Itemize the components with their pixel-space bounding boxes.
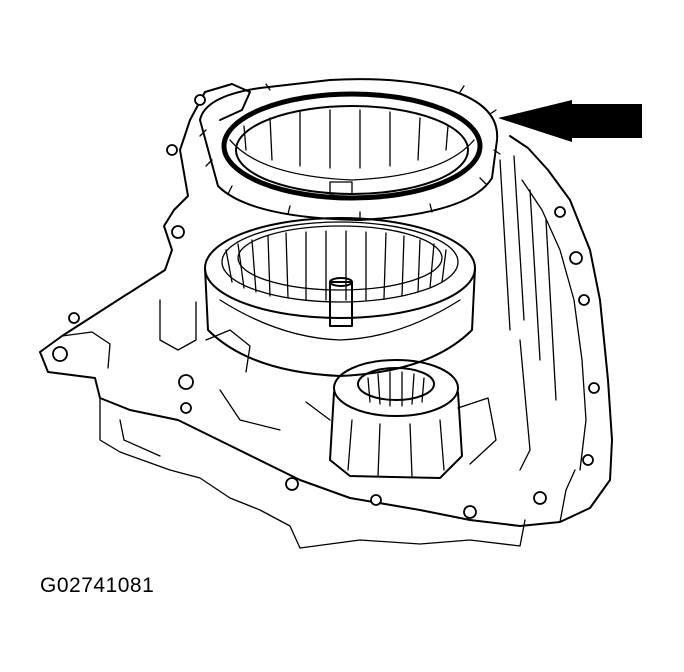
clutch-drum bbox=[204, 217, 476, 377]
transmission-case bbox=[39, 83, 613, 549]
bearing-hub bbox=[305, 359, 497, 479]
clutch-plate bbox=[199, 78, 501, 221]
drum-splines bbox=[225, 230, 447, 301]
arrow-left-icon bbox=[498, 100, 642, 142]
figure-code: G02741081 bbox=[40, 574, 155, 597]
